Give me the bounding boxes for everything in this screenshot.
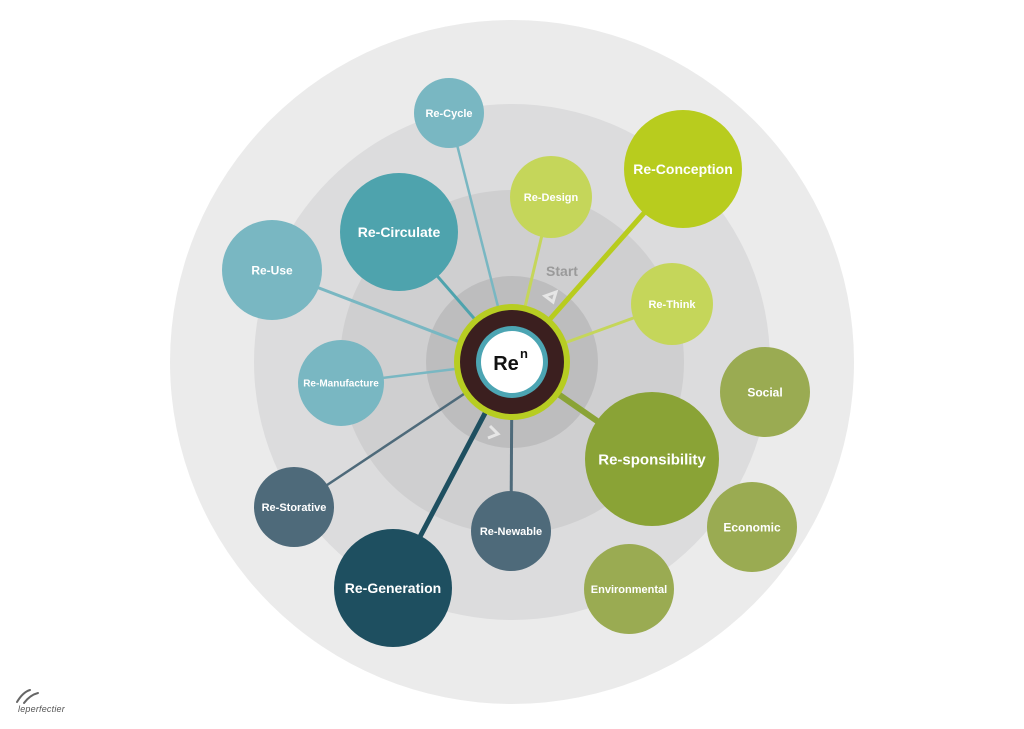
node-label-environmental: Environmental	[591, 584, 667, 596]
node-circle-re-sponsibility[interactable]	[585, 392, 719, 526]
node-re-design[interactable]: Re-Design	[510, 156, 592, 238]
node-re-manufacture[interactable]: Re-Manufacture	[298, 340, 384, 426]
node-circle-social[interactable]	[720, 347, 810, 437]
node-re-use[interactable]: Re-Use	[222, 220, 322, 320]
center-label: Re	[493, 353, 519, 375]
node-circle-re-conception[interactable]	[624, 110, 742, 228]
node-circle-re-design[interactable]	[510, 156, 592, 238]
node-label-re-use: Re-Use	[251, 263, 293, 277]
node-economic[interactable]: Economic	[707, 482, 797, 572]
node-label-re-circulate: Re-Circulate	[358, 224, 441, 240]
node-label-re-newable: Re-Newable	[480, 526, 542, 538]
node-circle-economic[interactable]	[707, 482, 797, 572]
node-circle-re-cycle[interactable]	[414, 78, 484, 148]
node-label-re-sponsibility: Re-sponsibility	[598, 451, 706, 468]
node-circle-re-generation[interactable]	[334, 529, 452, 647]
node-re-newable[interactable]: Re-Newable	[471, 491, 551, 571]
node-label-re-design: Re-Design	[524, 192, 579, 204]
node-social[interactable]: Social	[720, 347, 810, 437]
node-re-circulate[interactable]: Re-Circulate	[340, 173, 458, 291]
node-re-storative[interactable]: Re-Storative	[254, 467, 334, 547]
start-arrow-path	[487, 289, 559, 440]
center-superscript: n	[520, 346, 528, 361]
node-re-sponsibility[interactable]: Re-sponsibility	[585, 392, 719, 526]
node-re-cycle[interactable]: Re-Cycle	[414, 78, 484, 148]
node-circle-environmental[interactable]	[584, 544, 674, 634]
node-environmental[interactable]: Environmental	[584, 544, 674, 634]
node-circle-re-circulate[interactable]	[340, 173, 458, 291]
node-circle-re-newable[interactable]	[471, 491, 551, 571]
node-label-re-cycle: Re-Cycle	[425, 108, 472, 120]
node-label-re-conception: Re-Conception	[633, 161, 733, 177]
node-re-conception[interactable]: Re-Conception	[624, 110, 742, 228]
node-label-social: Social	[747, 385, 782, 399]
node-label-re-manufacture: Re-Manufacture	[303, 379, 379, 390]
node-group: Re-CycleRe-CirculateRe-UseRe-Manufacture…	[222, 78, 810, 647]
node-label-re-think: Re-Think	[648, 299, 696, 311]
node-circle-re-use[interactable]	[222, 220, 322, 320]
center-core[interactable]	[481, 331, 543, 393]
start-label: Start	[546, 263, 578, 279]
node-circle-re-manufacture[interactable]	[298, 340, 384, 426]
logo-icon	[16, 689, 39, 704]
logo-text: leperfectier	[18, 704, 65, 714]
node-circle-re-think[interactable]	[631, 263, 713, 345]
node-label-economic: Economic	[723, 520, 781, 534]
node-circle-re-storative[interactable]	[254, 467, 334, 547]
node-label-re-storative: Re-Storative	[262, 502, 327, 514]
node-re-generation[interactable]: Re-Generation	[334, 529, 452, 647]
start-arrow-icon	[487, 289, 559, 440]
node-re-think[interactable]: Re-Think	[631, 263, 713, 345]
node-label-re-generation: Re-Generation	[345, 580, 441, 596]
